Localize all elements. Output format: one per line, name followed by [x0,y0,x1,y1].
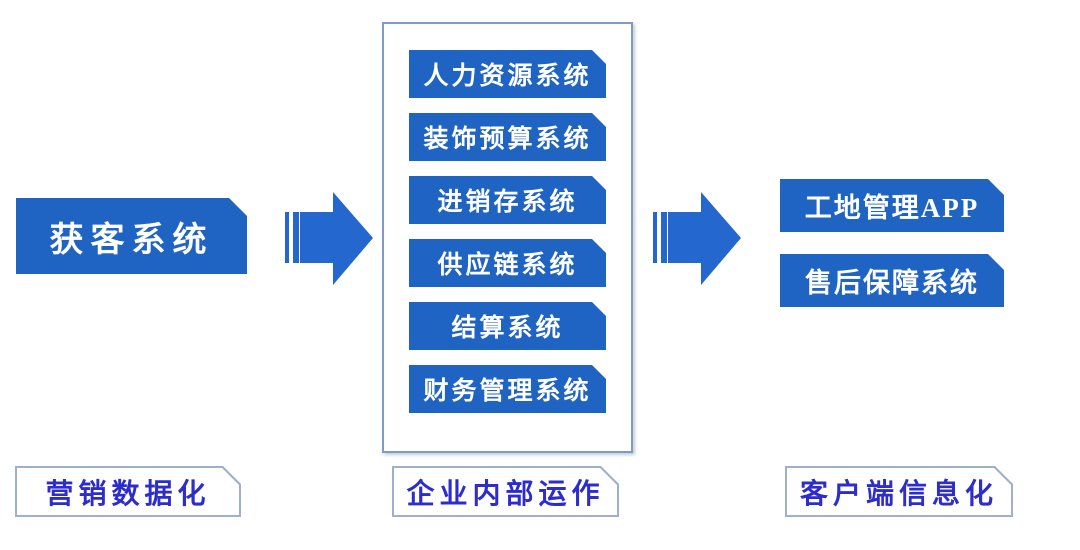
striped-right-arrow-icon [285,192,373,285]
internal-systems-panel: 人力资源系统 装饰预算系统 进销存系统 供应链系统 结算系统 财务管理系统 [382,22,633,453]
stage-label-client-informatization: 客户端信息化 [785,466,1013,517]
system-box-finance: 财务管理系统 [409,365,606,413]
system-box-inventory: 进销存系统 [409,176,606,224]
system-box-hr: 人力资源系统 [409,50,606,98]
stage-label-text: 客户端信息化 [787,468,1011,515]
striped-right-arrow-icon [653,192,741,285]
stage-label-marketing-digitization: 营销数据化 [15,466,241,517]
system-box-decoration-budget: 装饰预算系统 [409,113,606,161]
stage-label-text: 企业内部运作 [394,468,617,515]
system-box-supply-chain: 供应链系统 [409,239,606,287]
site-management-app-box: 工地管理APP [780,179,1004,232]
customer-acquisition-box: 获客系统 [16,198,247,274]
system-box-settlement: 结算系统 [409,302,606,350]
stage-label-text: 营销数据化 [17,468,239,515]
stage-label-internal-operations: 企业内部运作 [392,466,619,517]
after-sales-support-box: 售后保障系统 [780,254,1004,307]
